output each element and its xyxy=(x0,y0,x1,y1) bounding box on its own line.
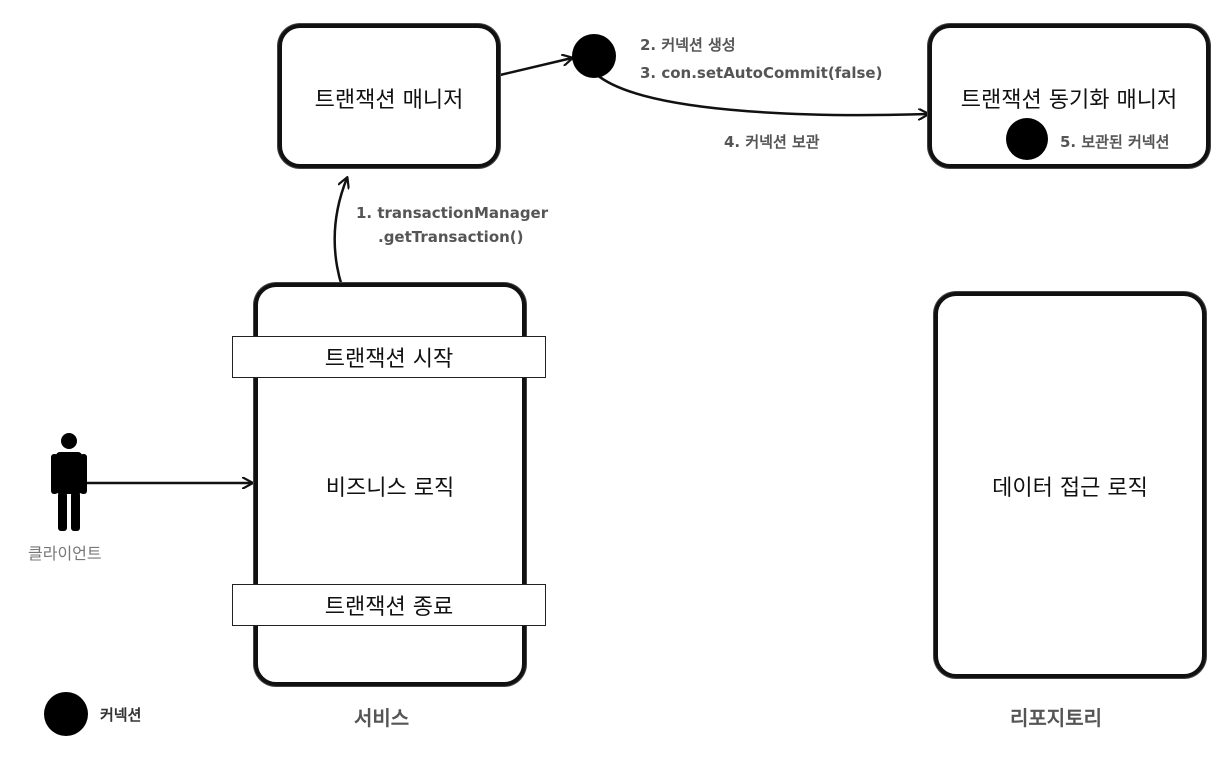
step-2-label: 2. 커넥션 생성 xyxy=(640,36,736,54)
data-access-logic-label: 데이터 접근 로직 xyxy=(992,476,1148,501)
step-4-label: 4. 커넥션 보관 xyxy=(724,133,820,151)
legend-connection-dot xyxy=(44,692,88,736)
transaction-end-bar: 트랜잭션 종료 xyxy=(232,584,546,626)
sync-manager-box xyxy=(928,24,1210,168)
transaction-manager-label: 트랜잭션 매니저 xyxy=(314,88,464,113)
arrow-create-connection xyxy=(499,58,572,77)
step-1-label-line2: .getTransaction() xyxy=(378,228,524,246)
arrow-store-connection xyxy=(595,73,928,115)
repository-caption: 리포지토리 xyxy=(1010,706,1102,730)
business-logic-label: 비즈니스 로직 xyxy=(325,476,455,501)
step-3-label: 3. con.setAutoCommit(false) xyxy=(640,64,883,82)
repository-box xyxy=(934,292,1206,678)
person-icon xyxy=(51,433,87,531)
step-5-label: 5. 보관된 커넥션 xyxy=(1060,133,1170,151)
connection-dot-stored xyxy=(1006,118,1048,160)
transaction-start-bar: 트랜잭션 시작 xyxy=(232,336,546,378)
service-caption: 서비스 xyxy=(354,706,410,730)
connection-dot-created xyxy=(572,34,616,78)
step-1-label-line1: 1. transactionManager xyxy=(356,204,549,222)
client-label: 클라이언트 xyxy=(28,544,102,563)
transaction-manager-box xyxy=(278,24,500,168)
sync-manager-label: 트랜잭션 동기화 매니저 xyxy=(960,88,1178,113)
legend-connection-label: 커넥션 xyxy=(100,706,142,724)
